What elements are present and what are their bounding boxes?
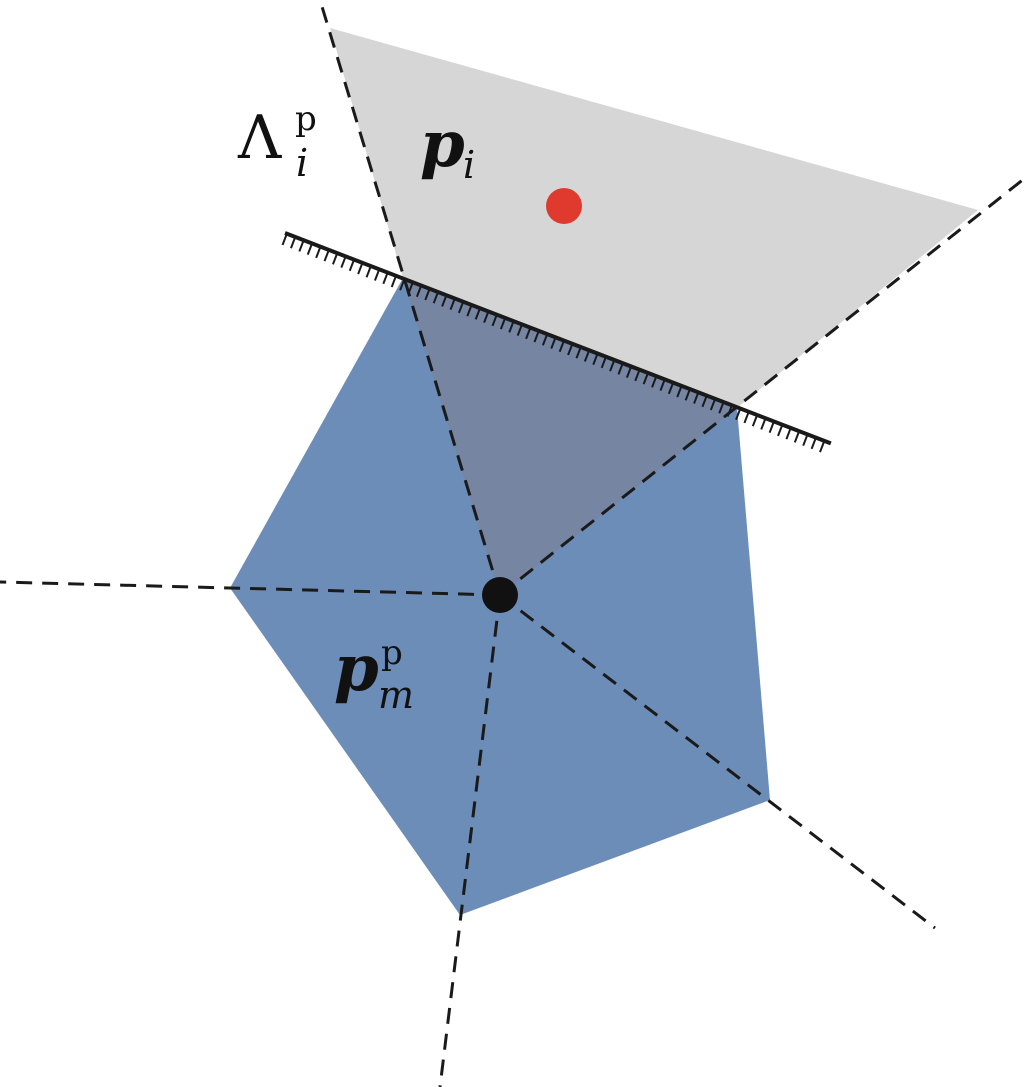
- hatch-marks: [280, 233, 831, 455]
- ray-top-right: [499, 176, 1025, 597]
- gray-region: [330, 28, 978, 408]
- p-m-symbol: p: [334, 631, 379, 706]
- p-m-superscript: p: [381, 633, 403, 673]
- center-point: [482, 577, 518, 613]
- overlap-region: [403, 278, 737, 595]
- label-lambda: Λ p i: [237, 99, 317, 185]
- p-i-subscript: i: [463, 143, 475, 187]
- ray-bottom: [438, 594, 502, 1087]
- ray-left: [0, 580, 501, 597]
- red-point: [546, 188, 582, 224]
- ray-bottom-right: [499, 593, 936, 930]
- lambda-superscript: p: [295, 99, 317, 139]
- lambda-symbol: Λ: [237, 103, 282, 173]
- boundary-line: [284, 231, 832, 446]
- lambda-subscript: i: [296, 141, 308, 185]
- p-m-subscript: m: [378, 673, 414, 717]
- half-plane-boundary: [280, 231, 832, 455]
- label-p-m: p p m: [334, 631, 414, 717]
- p-i-symbol: p: [420, 107, 465, 182]
- label-p-i: p i: [420, 107, 475, 187]
